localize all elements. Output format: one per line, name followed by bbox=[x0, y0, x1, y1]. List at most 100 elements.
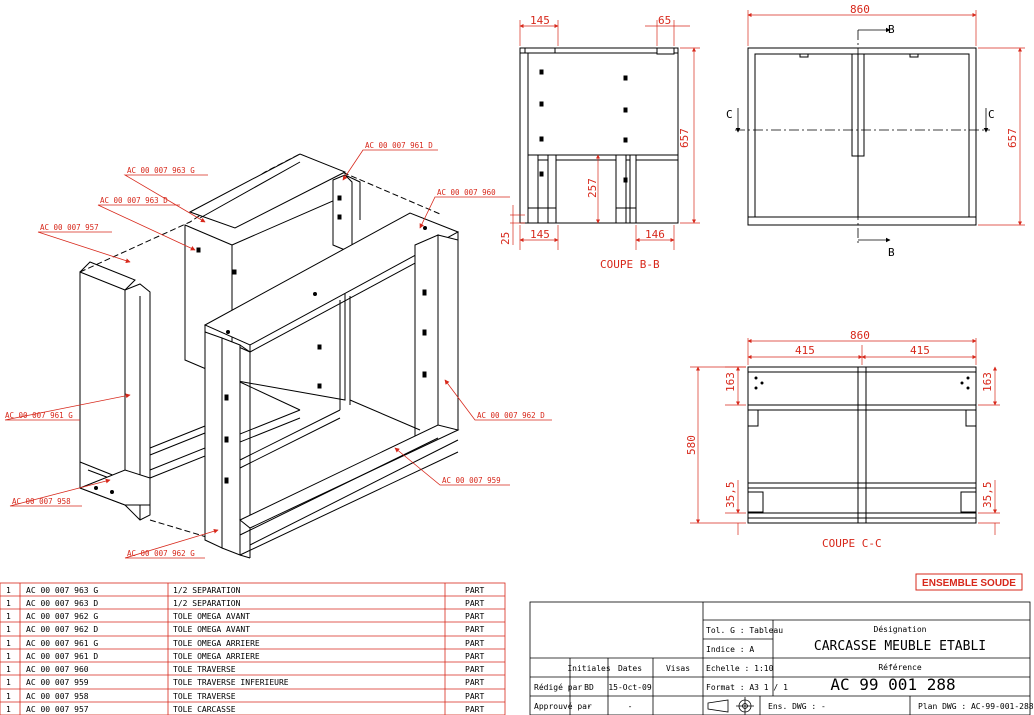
callout-label: AC 00 007 963 G bbox=[127, 166, 195, 175]
top-rear-rail bbox=[188, 153, 347, 229]
col-visas: Visas bbox=[666, 664, 690, 673]
dim-label: 163 bbox=[724, 372, 737, 392]
projection-symbol-icon bbox=[707, 697, 754, 715]
dim-label: 415 bbox=[795, 344, 815, 357]
part-reference: AC 00 007 961 D bbox=[26, 652, 98, 661]
part-description: 1/2 SEPARATION bbox=[173, 599, 241, 608]
approuve-date: - bbox=[628, 702, 633, 711]
part-qty: 1 bbox=[6, 639, 11, 648]
top-view bbox=[735, 27, 990, 245]
approuve-initiales: - bbox=[587, 702, 592, 711]
front-upright-left bbox=[204, 331, 223, 549]
callout-label: AC 00 007 957 bbox=[40, 223, 99, 232]
part-description: TOLE CARCASSE bbox=[173, 705, 236, 714]
part-type: PART bbox=[465, 599, 484, 608]
designation-label: Désignation bbox=[874, 624, 927, 634]
reference-label: Référence bbox=[878, 662, 922, 672]
dim-label: 65 bbox=[658, 14, 671, 27]
part-type: PART bbox=[465, 586, 484, 595]
ens-dwg: Ens. DWG : - bbox=[768, 702, 826, 711]
section-cc-view bbox=[747, 366, 977, 524]
part-type: PART bbox=[465, 665, 484, 674]
badge-text: ENSEMBLE SOUDE bbox=[922, 578, 1016, 589]
section-bb-view bbox=[519, 47, 679, 224]
part-description: 1/2 SEPARATION bbox=[173, 586, 241, 595]
dim-label: 35,5 bbox=[724, 482, 737, 509]
part-type: PART bbox=[465, 639, 484, 648]
part-qty: 1 bbox=[6, 586, 11, 595]
view-label: COUPE B-B bbox=[600, 258, 660, 271]
part-reference: AC 00 007 961 G bbox=[26, 639, 98, 648]
dim-label: 257 bbox=[586, 178, 599, 198]
dim-label: 25 bbox=[499, 232, 512, 245]
part-type: PART bbox=[465, 692, 484, 701]
part-type: PART bbox=[465, 705, 484, 714]
callout-label: AC 00 007 958 bbox=[12, 497, 71, 506]
dim-label: 35,5 bbox=[981, 482, 994, 509]
part-type: PART bbox=[465, 678, 484, 687]
front-upright-right bbox=[414, 234, 439, 449]
part-reference: AC 00 007 963 D bbox=[26, 599, 98, 608]
section-mark: C bbox=[726, 108, 733, 121]
part-qty: 1 bbox=[6, 678, 11, 687]
section-cc-dims bbox=[690, 338, 1000, 535]
view-label: COUPE C-C bbox=[822, 537, 882, 550]
section-mark: B bbox=[888, 23, 895, 36]
section-cc-labels: 860 415 415 163 163 580 35,5 35,5 COUPE … bbox=[685, 329, 994, 550]
rear-upright-right bbox=[332, 174, 353, 251]
redige-date: 15-Oct-09 bbox=[608, 683, 652, 692]
dim-label: 580 bbox=[685, 435, 698, 455]
callout-label: AC 00 007 963 D bbox=[100, 196, 168, 205]
title-block: Initiales Dates Visas Rédigé par BD 15-O… bbox=[529, 601, 1034, 715]
part-description: TOLE OMEGA ARRIERE bbox=[173, 639, 260, 648]
part-qty: 1 bbox=[6, 612, 11, 621]
dim-label: 657 bbox=[678, 128, 691, 148]
part-description: TOLE TRAVERSE bbox=[173, 692, 236, 701]
part-reference: AC 00 007 960 bbox=[26, 665, 89, 674]
ensemble-badge: ENSEMBLE SOUDE bbox=[915, 573, 1023, 591]
part-description: TOLE TRAVERSE INFERIEURE bbox=[173, 678, 289, 687]
col-dates: Dates bbox=[618, 664, 642, 673]
part-reference: AC 00 007 959 bbox=[26, 678, 89, 687]
dim-label: 163 bbox=[981, 372, 994, 392]
dim-label: 145 bbox=[530, 228, 550, 241]
iso-callouts bbox=[4, 149, 552, 559]
section-mark: B bbox=[888, 246, 895, 259]
part-reference: AC 00 007 962 G bbox=[26, 612, 98, 621]
callout-label: AC 00 007 961 D bbox=[365, 141, 433, 150]
part-description: TOLE TRAVERSE bbox=[173, 665, 236, 674]
part-qty: 1 bbox=[6, 692, 11, 701]
iso-callout-labels: AC 00 007 961 D AC 00 007 963 G AC 00 00… bbox=[5, 141, 545, 558]
callout-label: AC 00 007 959 bbox=[442, 476, 501, 485]
dim-label: 146 bbox=[645, 228, 665, 241]
part-description: TOLE OMEGA ARRIERE bbox=[173, 652, 260, 661]
callout-label: AC 00 007 961 G bbox=[5, 411, 73, 420]
bottom-front-traverse bbox=[239, 424, 460, 529]
plan-dwg: Plan DWG : AC-99-001-288 bbox=[918, 702, 1034, 711]
part-reference: AC 00 007 962 D bbox=[26, 625, 98, 634]
dim-label: 145 bbox=[530, 14, 550, 27]
part-reference: AC 00 007 958 bbox=[26, 692, 89, 701]
part-type: PART bbox=[465, 652, 484, 661]
indice: Indice : A bbox=[706, 645, 754, 654]
dim-label: 860 bbox=[850, 329, 870, 342]
part-reference: AC 00 007 957 bbox=[26, 705, 89, 714]
section-bb-labels: 145 65 657 257 25 145 146 COUPE B-B bbox=[499, 14, 691, 271]
redige-initiales: BD bbox=[584, 683, 594, 692]
section-bb-dims bbox=[510, 20, 700, 250]
part-type: PART bbox=[465, 612, 484, 621]
approuve-par-label: Approuvé par bbox=[534, 701, 592, 711]
part-qty: 1 bbox=[6, 705, 11, 714]
dim-label: 415 bbox=[910, 344, 930, 357]
carcass-side-panel bbox=[79, 271, 126, 506]
callout-label: AC 00 007 962 D bbox=[477, 411, 545, 420]
dim-label: 657 bbox=[1006, 128, 1019, 148]
dim-label: 860 bbox=[850, 3, 870, 16]
isometric-view bbox=[78, 153, 460, 559]
redige-par-label: Rédigé par bbox=[534, 682, 582, 692]
section-mark: C bbox=[988, 108, 995, 121]
top-view-labels: 860 657 B B C C bbox=[726, 3, 1019, 259]
part-type: PART bbox=[465, 625, 484, 634]
